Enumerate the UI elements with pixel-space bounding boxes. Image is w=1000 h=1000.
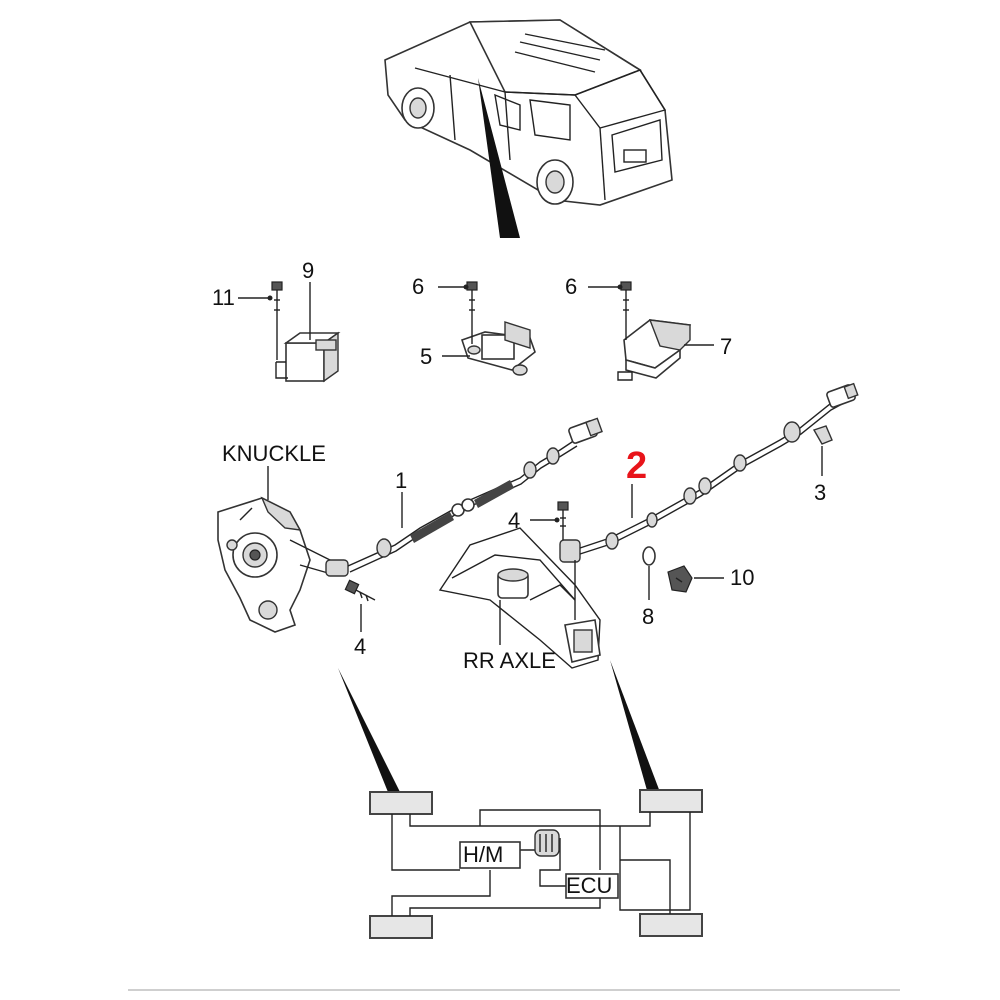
pointer-front-left [338,668,410,812]
callout-5: 5 [420,344,432,369]
leader-6-mid-dot [463,284,469,290]
callout-6-mid: 6 [412,274,424,299]
part-10-bracket [667,565,693,593]
callout-7: 7 [720,334,732,359]
callout-3: 3 [814,480,826,505]
part-9-sensor [275,331,341,383]
label-knuckle: KNUCKLE [222,441,326,466]
callout-4-right: 4 [508,508,520,533]
callout-10: 10 [730,565,754,590]
callout-9: 9 [302,258,314,283]
callout-8: 8 [642,604,654,629]
part-2-rear-wheel-speed-sensor [559,382,859,563]
part-1-front-wheel-speed-sensor [325,417,603,577]
vehicle-illustration [384,19,673,206]
callout-11: 11 [212,285,235,310]
pointer-rear-right [610,660,666,808]
part-3-clip [812,425,833,445]
label-ecu: ECU [566,873,612,898]
leader-6-right-dot [617,284,623,290]
part-7-module [617,319,692,381]
part-8-ring [642,546,656,566]
part-6-bolt-mid [466,281,478,344]
part-4-bolt-right [557,501,569,540]
knuckle-illustration [217,496,337,633]
part-4-bolt-left [344,579,376,602]
part-11-bolt [271,281,283,360]
label-rr-axle: RR AXLE [463,648,556,673]
pointer-vehicle [478,78,520,238]
part-5-sensor [460,321,536,376]
rr-axle-illustration [438,527,601,669]
leader-4-right-dot [554,517,560,523]
callout-4-left: 4 [354,634,366,659]
callout-2: 2 [626,445,647,487]
label-hm: H/M [463,842,503,867]
callout-1: 1 [395,468,407,493]
callout-6-right: 6 [565,274,577,299]
part-6-bolt-right [620,281,632,340]
leader-11-dot [267,295,273,301]
system-layout-diagram [369,789,703,939]
